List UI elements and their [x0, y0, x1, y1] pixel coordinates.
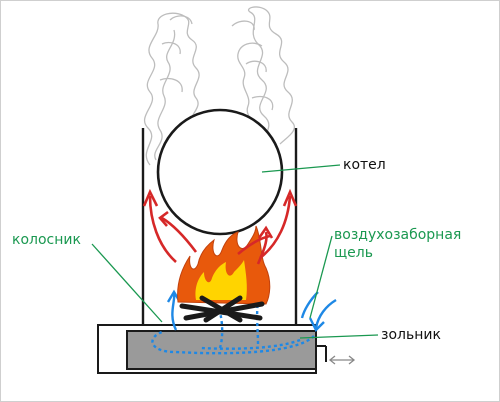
fire	[177, 225, 271, 323]
flame-inner	[195, 260, 247, 300]
fire-logs	[179, 295, 265, 323]
label-boiler: котел	[343, 157, 386, 173]
label-air-intake-line1: воздухозаборная	[334, 227, 462, 243]
leader-kotel	[261, 164, 341, 173]
cold-air-flow	[151, 299, 315, 355]
ash-box	[97, 324, 327, 374]
smoke-plume-right	[231, 6, 295, 151]
boiler	[156, 108, 284, 236]
double-headed-arrow-icon	[328, 355, 356, 365]
leader-lines	[91, 164, 379, 339]
label-ash-pit: зольник	[381, 327, 441, 343]
stove-walls	[141, 128, 298, 325]
hot-air-arrows	[142, 188, 298, 265]
label-air-intake-line2: щель	[334, 245, 373, 261]
ash-drawer	[126, 330, 317, 370]
leader-zolnik	[299, 334, 379, 339]
label-air-intake-slot: воздухозаборная щель	[334, 226, 461, 262]
leader-kolosnik	[91, 243, 163, 323]
label-grate: колосник	[12, 232, 81, 248]
leader-vozd	[309, 235, 333, 319]
smoke-plume-left	[144, 12, 200, 166]
